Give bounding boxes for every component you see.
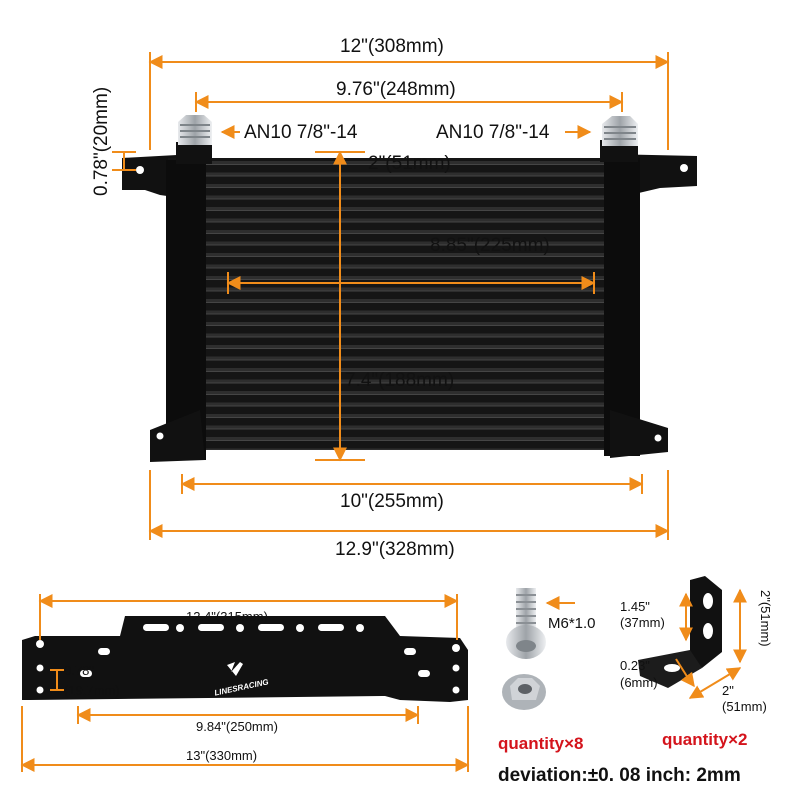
bracket-overall-length-label: 13"(330mm)	[186, 748, 258, 763]
total-width-label: 12.9"(328mm)	[335, 539, 455, 560]
bolt	[506, 588, 546, 659]
bracket-thickness-in-label: 0.78"	[64, 663, 94, 678]
fitting-right	[600, 116, 638, 162]
fitting-left	[176, 115, 212, 164]
bracket-thickness-mm-label: (19.7mm)	[64, 683, 120, 698]
fitting-right-label: AN10 7/8"-14	[436, 122, 550, 143]
flange-thickness-label: 0.78"(20mm)	[91, 86, 112, 196]
l-bracket-upper-in-label: 1.45"	[620, 599, 650, 614]
l-bracket-quantity-label: quantity×2	[662, 730, 748, 749]
l-bracket-dimension-lines	[675, 588, 747, 699]
bracket-dimension-lines	[20, 594, 470, 772]
mounting-bracket	[22, 616, 468, 702]
fitting-spacing-label: 9.76"(248mm)	[336, 79, 456, 100]
top-offset-label: 2"(51mm)	[368, 153, 451, 174]
cooler-right-end-tank	[604, 158, 640, 456]
oil-cooler	[122, 115, 697, 462]
bottom-width-label: 10"(255mm)	[340, 491, 444, 512]
linesracing-logo-mark	[227, 662, 243, 676]
l-bracket-upper-mm-label: (37mm)	[620, 615, 665, 630]
cooler-core	[168, 158, 638, 450]
l-bracket	[638, 576, 722, 688]
cooler-dimension-lines	[112, 52, 670, 540]
core-height-label: 7.4"(188mm)	[345, 370, 455, 391]
flange-nut	[502, 674, 546, 710]
core-width-label: 8.85"(225mm)	[430, 235, 550, 256]
cooler-left-end-tank	[166, 160, 206, 460]
deviation-note: deviation:±0. 08 inch: 2mm	[498, 765, 741, 786]
l-bracket-hole-in-label: 0.23"	[620, 658, 650, 673]
fitting-left-label: AN10 7/8"-14	[244, 122, 358, 143]
l-bracket-width-mm-label: (51mm)	[722, 699, 767, 714]
bolt-quantity-label: quantity×8	[498, 734, 584, 753]
l-bracket-width-in-label: 2"	[722, 683, 734, 698]
overall-width-label: 12"(308mm)	[340, 36, 444, 57]
bolt-size-label: M6*1.0	[548, 615, 596, 632]
bracket-hole-spacing-label: 12.4"(315mm)	[186, 609, 268, 624]
l-bracket-height-label: 2"(51mm)	[758, 590, 773, 647]
l-bracket-hole-mm-label: (6mm)	[620, 675, 658, 690]
cooler-bottom-flange-right	[610, 410, 668, 458]
bracket-slot-span-label: 9.84"(250mm)	[196, 719, 278, 734]
cooler-bottom-flange-left	[150, 410, 205, 462]
